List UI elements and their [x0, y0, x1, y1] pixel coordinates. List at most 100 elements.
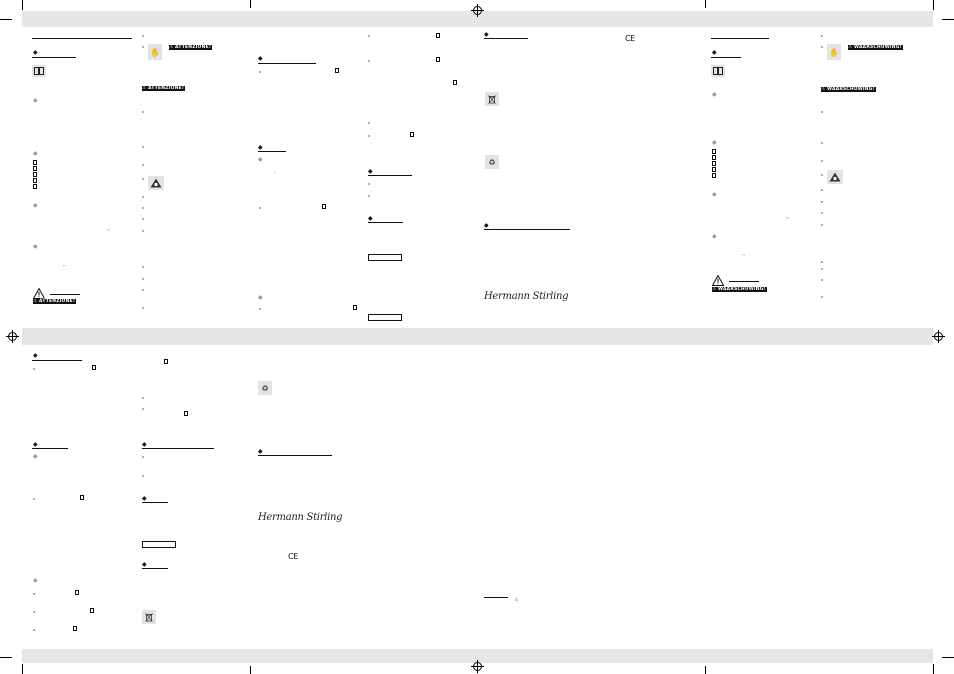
bullet-dot — [821, 46, 823, 48]
bullet-dot — [821, 160, 823, 162]
bullet-dot — [821, 212, 823, 214]
hand-tool-icon: ✋ — [148, 44, 162, 60]
warning-badge-it: ATTENZIONE! — [142, 86, 186, 91]
bullet-dot — [259, 207, 261, 209]
crop-mark — [0, 19, 12, 20]
bullet-dot — [33, 368, 35, 370]
crop-mark — [942, 657, 954, 658]
checkbox-square — [164, 359, 168, 364]
section-bullet: ◆ — [258, 144, 263, 151]
section-underline — [711, 38, 769, 39]
section-bullet: ◆ — [258, 294, 263, 301]
bullet-dot — [142, 178, 144, 180]
section-bullet: ◆ — [33, 49, 38, 56]
bullet-dot — [368, 122, 370, 124]
warning-badge-nl: WAARSCHUWING! — [848, 45, 903, 50]
warning-badge-it: ATTENZIONE! — [33, 299, 77, 304]
bullet-dot — [142, 111, 144, 113]
bullet-dot — [821, 224, 823, 226]
section-underline — [729, 281, 759, 282]
section-bullet: ◆ — [368, 215, 373, 222]
bullet-dot — [33, 593, 35, 595]
section-bullet: ◆ — [484, 222, 489, 229]
section-underline — [32, 38, 132, 39]
bullet-dot — [821, 296, 823, 298]
section-bullet: ◆ — [142, 441, 147, 448]
bullet-dot — [142, 218, 144, 220]
crop-mark — [250, 0, 251, 8]
registration-mark — [6, 330, 19, 343]
crop-mark — [705, 0, 706, 8]
bottom-band — [22, 649, 933, 663]
checkbox-square — [184, 411, 188, 416]
recycle-person-icon: ♻ — [485, 155, 499, 169]
checkbox-square — [33, 166, 37, 171]
bullet-dot — [142, 397, 144, 399]
bullet-dot — [821, 189, 823, 191]
tiny-mark: ◬ — [515, 596, 519, 601]
checkbox-square — [33, 160, 37, 165]
section-underline — [258, 151, 286, 152]
section-bullet: ◆ — [258, 156, 263, 163]
bullet-dot — [142, 475, 144, 477]
top-band — [22, 11, 933, 27]
bullet-dot — [142, 456, 144, 458]
section-underline — [368, 222, 403, 223]
bullet-dot — [821, 174, 823, 176]
section-bullet: ◆ — [712, 91, 717, 98]
signature: Hermann Stirling — [258, 512, 343, 523]
bullet-dot — [142, 146, 144, 148]
bullet-dot — [33, 498, 35, 500]
crop-mark — [705, 666, 706, 674]
outlined-box — [368, 314, 402, 321]
checkbox-square — [33, 178, 37, 183]
section-bullet: ◆ — [368, 168, 373, 175]
bullet-dot — [821, 35, 823, 37]
bullet-dot — [33, 611, 35, 613]
bullet-dot — [368, 35, 370, 37]
tiny-mark: ᵀ — [274, 171, 276, 176]
ce-mark: CE — [288, 552, 298, 561]
checkbox-square — [92, 365, 96, 370]
section-bullet: ◆ — [142, 495, 147, 502]
bullet-dot — [142, 164, 144, 166]
bullet-dot — [142, 266, 144, 268]
section-bullet: ◆ — [33, 202, 38, 209]
signature: Hermann Stirling — [484, 291, 569, 302]
checkbox-square — [410, 132, 414, 137]
warning-triangle-icon — [32, 284, 46, 299]
outlined-box — [142, 541, 176, 548]
section-bullet: ◆ — [484, 31, 489, 38]
checkbox-square — [712, 167, 716, 172]
checkbox-square — [80, 495, 84, 500]
checkbox-square — [33, 184, 37, 189]
ce-mark: CE — [625, 34, 635, 43]
section-bullet: ◆ — [33, 97, 38, 104]
weee-bin-icon — [485, 92, 499, 106]
checkbox-square — [33, 172, 37, 177]
bullet-dot — [142, 278, 144, 280]
registration-mark — [471, 4, 484, 17]
checkbox-square — [712, 161, 716, 166]
bullet-dot — [821, 268, 823, 270]
hand-tool-icon: ✋ — [827, 44, 841, 60]
crop-mark — [22, 0, 23, 10]
bullet-dot — [821, 201, 823, 203]
section-bullet: ◆ — [712, 139, 717, 146]
crop-mark — [933, 0, 934, 10]
bullet-dot — [821, 111, 823, 113]
crop-mark — [0, 657, 12, 658]
bullet-dot — [142, 230, 144, 232]
bullet-dot — [142, 35, 144, 37]
checkbox-square — [436, 57, 440, 62]
section-underline — [50, 294, 80, 295]
checkbox-square — [73, 626, 77, 631]
warning-badge-it: ATTENZIONE! — [169, 45, 213, 50]
section-underline — [484, 38, 528, 39]
section-underline — [32, 448, 68, 449]
bullet-dot — [368, 135, 370, 137]
section-bullet: ◆ — [712, 49, 717, 56]
outlined-box — [368, 254, 402, 261]
bullet-dot — [142, 289, 144, 291]
bullet-dot — [821, 142, 823, 144]
